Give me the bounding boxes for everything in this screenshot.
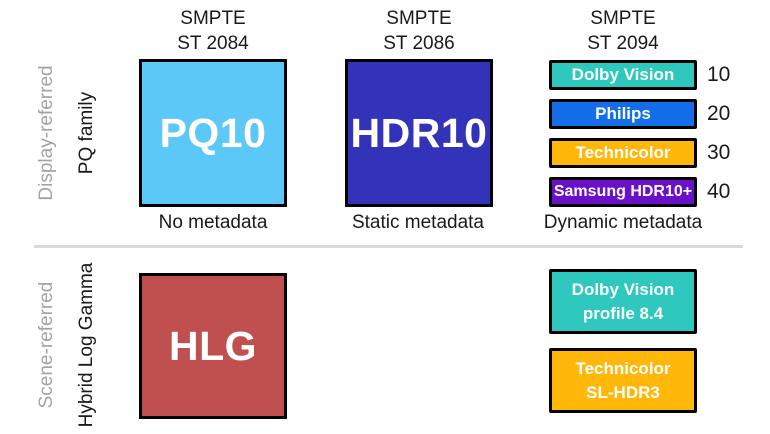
standard-org: SMPTE [386,8,452,29]
variant-box-dolby-vision: Dolby Vision [549,60,697,90]
standard-header-st2084: SMPTE ST 2084 [139,6,287,56]
metadata-caption-none: No metadata [158,212,268,233]
row-label-display-referred: Display-referred [36,65,57,201]
standard-org: SMPTE [590,8,656,29]
variant-label-line1: Dolby Vision [571,279,675,299]
variant-box-philips: Philips [549,99,697,129]
format-box-pq10: PQ10 [139,59,287,207]
variant-label-line1: Technicolor [575,358,671,378]
format-label-hlg: HLG [168,322,258,369]
variant-box-technicolor-sl-hdr3: Technicolor SL-HDR3 [549,348,697,413]
metadata-caption-dynamic: Dynamic metadata [543,212,703,233]
format-label-hdr10: HDR10 [350,109,488,156]
standard-number: ST 2086 [383,33,455,54]
standard-header-st2086: SMPTE ST 2086 [345,6,493,56]
format-box-hdr10: HDR10 [345,59,493,207]
format-label-pq10: PQ10 [159,109,267,156]
part-number-dolby-vision: 10 [707,63,731,86]
row-label-scene-referred: Scene-referred [36,281,57,409]
standard-header-st2094: SMPTE ST 2094 [549,6,697,56]
variant-box-samsung-hdr10plus: Samsung HDR10+ [549,177,697,207]
variant-box-technicolor: Technicolor [549,138,697,168]
standard-number: ST 2084 [177,33,249,54]
part-number-samsung-hdr10plus: 40 [707,180,731,203]
variant-label-line2: profile 8.4 [582,303,664,323]
standard-number: ST 2094 [587,33,659,54]
row-label-hybrid-log-gamma: Hybrid Log Gamma [76,262,97,428]
variant-box-dolby-vision-profile84: Dolby Vision profile 8.4 [549,269,697,334]
standard-org: SMPTE [180,8,246,29]
part-number-technicolor: 30 [707,141,731,164]
variant-label-line2: SL-HDR3 [586,382,660,402]
format-box-hlg: HLG [139,273,287,419]
metadata-caption-static: Static metadata [351,212,485,233]
section-divider [34,245,743,248]
row-label-pq-family: PQ family [76,91,97,175]
part-number-philips: 20 [707,102,731,125]
